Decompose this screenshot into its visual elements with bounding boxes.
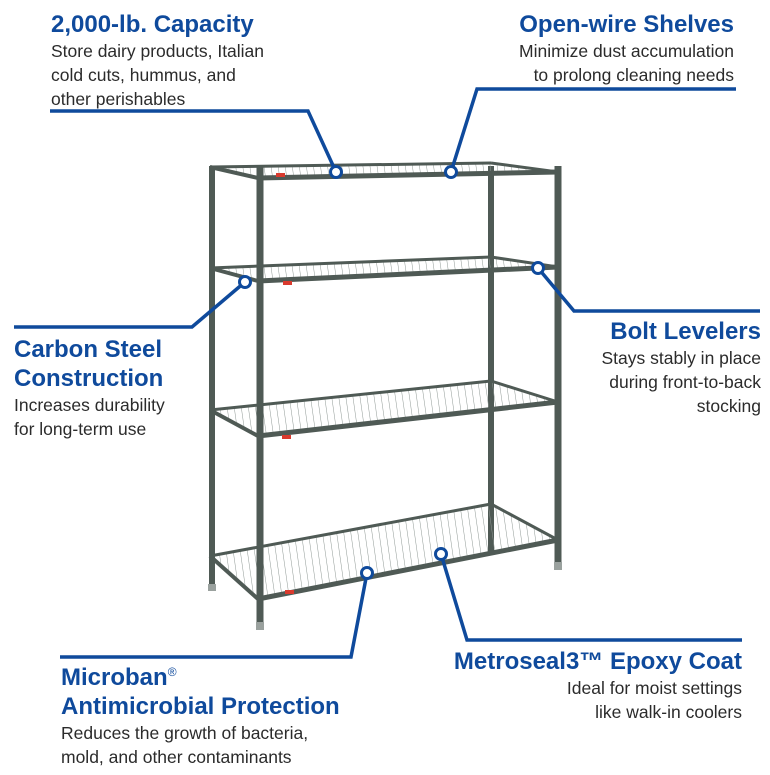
- capacity-desc-line-3: other perishables: [51, 89, 186, 109]
- open-wire-callout: Open-wire Shelves Minimize dust accumula…: [519, 10, 734, 87]
- second-shelf: [209, 255, 559, 285]
- carbon-steel-desc-line-1: Increases durability: [14, 395, 165, 415]
- bolt-levelers-desc-line-1: Stays stably in place: [601, 348, 761, 368]
- capacity-leader: [50, 109, 338, 173]
- open-wire-desc-line-1: Minimize dust accumulation: [519, 41, 734, 61]
- carbon-steel-desc-line-2: for long-term use: [14, 419, 147, 439]
- microban-leader: [60, 572, 369, 659]
- red-tag: [285, 590, 294, 594]
- open-wire-leader: [449, 87, 736, 173]
- shelving-unit: [208, 161, 562, 630]
- microban-callout: Microban® Antimicrobial Protection Reduc…: [61, 663, 340, 769]
- open-wire-anchor-dot: [444, 165, 458, 179]
- bolt-leveler-foot: [208, 584, 216, 591]
- microban-title-line-1: Microban®: [61, 663, 340, 692]
- red-tag: [282, 435, 291, 439]
- carbon-steel-title-line-1: Carbon Steel: [14, 336, 163, 363]
- bolt-levelers-anchor-dot: [531, 261, 545, 275]
- red-tag: [283, 281, 292, 285]
- open-wire-desc-line-2: to prolong cleaning needs: [533, 65, 734, 85]
- microban-title-line-2: Antimicrobial Protection: [61, 693, 340, 720]
- metroseal-desc-line-2: like walk-in coolers: [595, 702, 742, 722]
- metroseal-desc-line-1: Ideal for moist settings: [566, 678, 742, 698]
- bolt-levelers-callout: Bolt Levelers Stays stably in place duri…: [601, 317, 761, 418]
- capacity-title: 2,000-lb. Capacity: [51, 11, 254, 38]
- microban-anchor-dot: [360, 566, 374, 580]
- bolt-levelers-title: Bolt Levelers: [610, 318, 761, 345]
- bolt-leveler-foot: [256, 622, 264, 630]
- microban-desc-line-2: mold, and other contaminants: [61, 747, 292, 767]
- registered-mark: ®: [167, 665, 177, 679]
- carbon-steel-leader: [14, 280, 247, 329]
- capacity-desc-line-1: Store dairy products, Italian: [51, 41, 265, 61]
- capacity-anchor-dot: [329, 165, 343, 179]
- bolt-levelers-desc-line-2: during front-to-back: [609, 372, 761, 392]
- metroseal-leader: [439, 553, 742, 642]
- carbon-steel-title-line-2: Construction: [14, 365, 164, 392]
- metroseal-callout: Metroseal3™ Epoxy Coat Ideal for moist s…: [454, 647, 742, 724]
- bolt-levelers-leader: [536, 266, 760, 313]
- capacity-callout: 2,000-lb. Capacity Store dairy products,…: [51, 10, 264, 111]
- carbon-steel-callout: Carbon Steel Construction Increases dura…: [14, 335, 165, 441]
- red-tag: [276, 173, 285, 177]
- metroseal-title: Metroseal3™ Epoxy Coat: [453, 648, 742, 675]
- leader-lines: [14, 87, 760, 659]
- capacity-desc-line-2: cold cuts, hummus, and: [51, 65, 236, 85]
- microban-desc-line-1: Reduces the growth of bacteria,: [61, 723, 309, 743]
- carbon-steel-anchor-dot: [238, 275, 252, 289]
- bolt-levelers-desc-line-3: stocking: [696, 396, 761, 416]
- microban-brand: Microban: [61, 664, 168, 691]
- metroseal-anchor-dot: [434, 547, 448, 561]
- open-wire-title: Open-wire Shelves: [519, 11, 734, 38]
- bolt-leveler-foot: [554, 562, 562, 570]
